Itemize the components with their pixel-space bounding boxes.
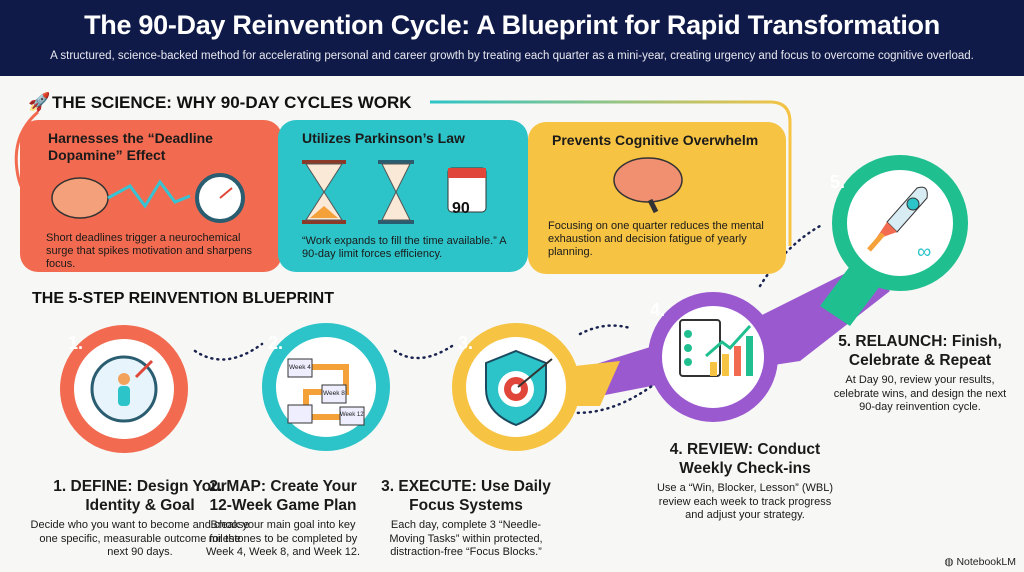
header-banner: The 90-Day Reinvention Cycle: A Blueprin…	[0, 0, 1024, 76]
step-2-number: 2.	[268, 333, 284, 353]
notebooklm-watermark: ◍ NotebookLM	[944, 556, 1016, 568]
checklist-chart-icon	[679, 319, 753, 377]
step-title: 3. EXECUTE: Use Daily Focus Systems	[381, 478, 551, 514]
science-card-parkinsons-law: Utilizes Parkinson’s Law 90 “Work expand…	[278, 120, 528, 272]
step-4-circle	[648, 292, 778, 422]
page-title: The 90-Day Reinvention Cycle: A Blueprin…	[84, 10, 940, 40]
blueprint-heading: THE 5-STEP REINVENTION BLUEPRINT	[32, 290, 334, 307]
week-label: Week 8	[323, 390, 345, 397]
target-shield-icon	[485, 349, 553, 427]
step-2-circle: Week 4 Week 8 Week 12	[262, 323, 390, 451]
science-card-cognitive-overwhelm: Prevents Cognitive Overwhelm Focusing on…	[528, 122, 786, 274]
step-5-text: 5. RELAUNCH: Finish, Celebrate & Repeat …	[830, 332, 1010, 415]
step-5-number: 5.	[830, 172, 846, 192]
compass-person-icon	[90, 355, 158, 423]
card-text: “Work expands to fill the time available…	[302, 235, 507, 260]
week-label: Week 12	[340, 412, 364, 418]
card-title: Prevents Cognitive Overwhelm	[552, 132, 759, 148]
calendar-number: 90	[452, 200, 470, 217]
card-text: Focusing on one quarter reduces the ment…	[548, 220, 764, 258]
step-3-number: 3.	[458, 333, 474, 353]
card-title: Harnesses the “Deadline Dopamine” Effect	[48, 130, 213, 163]
rocket-icon: ∞	[867, 186, 931, 263]
card-text: Short deadlines trigger a neurochemical …	[46, 232, 253, 270]
step-title: 2. MAP: Create Your 12-Week Game Plan	[209, 478, 357, 514]
week-label: Week 4	[289, 364, 311, 371]
brand-label: NotebookLM	[956, 556, 1016, 568]
step-1-text: 1. DEFINE: Design Your Identity & Goal D…	[30, 477, 250, 560]
step-title: 1. DEFINE: Design Your Identity & Goal	[53, 478, 227, 514]
brain-stopwatch-icon	[51, 173, 245, 223]
step-4-text: 4. REVIEW: Conduct Weekly Check-ins Use …	[654, 440, 836, 523]
step-2-text: 2. MAP: Create Your 12-Week Game Plan Br…	[200, 477, 366, 560]
step-description: Use a “Win, Blocker, Lesson” (WBL) revie…	[656, 482, 834, 521]
step-5-circle: ∞	[832, 155, 968, 291]
step-description: At Day 90, review your results, celebrat…	[833, 374, 1007, 413]
svg-text:∞: ∞	[917, 241, 931, 263]
rocket-icon: 🚀	[28, 92, 51, 112]
step-title: 5. RELAUNCH: Finish, Celebrate & Repeat	[838, 333, 1002, 369]
card-title: Utilizes Parkinson’s Law	[302, 130, 465, 146]
step-description: Decide who you want to become and choose…	[30, 519, 250, 558]
step-title: 4. REVIEW: Conduct Weekly Check-ins	[669, 441, 821, 477]
hourglass-calendar-icon	[302, 160, 487, 224]
notebooklm-logo-icon: ◍	[944, 556, 957, 568]
step-3-text: 3. EXECUTE: Use Daily Focus Systems Each…	[378, 477, 554, 560]
milestone-map-icon	[287, 358, 365, 426]
brain-icon	[613, 157, 683, 214]
step-description: Break your main goal into key milestones…	[205, 519, 361, 558]
step-1-number: 1.	[68, 333, 84, 353]
science-card-deadline-dopamine: Harnesses the “Deadline Dopamine” Effect…	[20, 120, 282, 272]
step-description: Each day, complete 3 “Needle-Moving Task…	[389, 519, 543, 558]
step-4-number: 4.	[650, 300, 666, 320]
science-heading: THE SCIENCE: WHY 90-DAY CYCLES WORK	[52, 93, 412, 112]
page-subtitle: A structured, science-backed method for …	[50, 50, 974, 62]
